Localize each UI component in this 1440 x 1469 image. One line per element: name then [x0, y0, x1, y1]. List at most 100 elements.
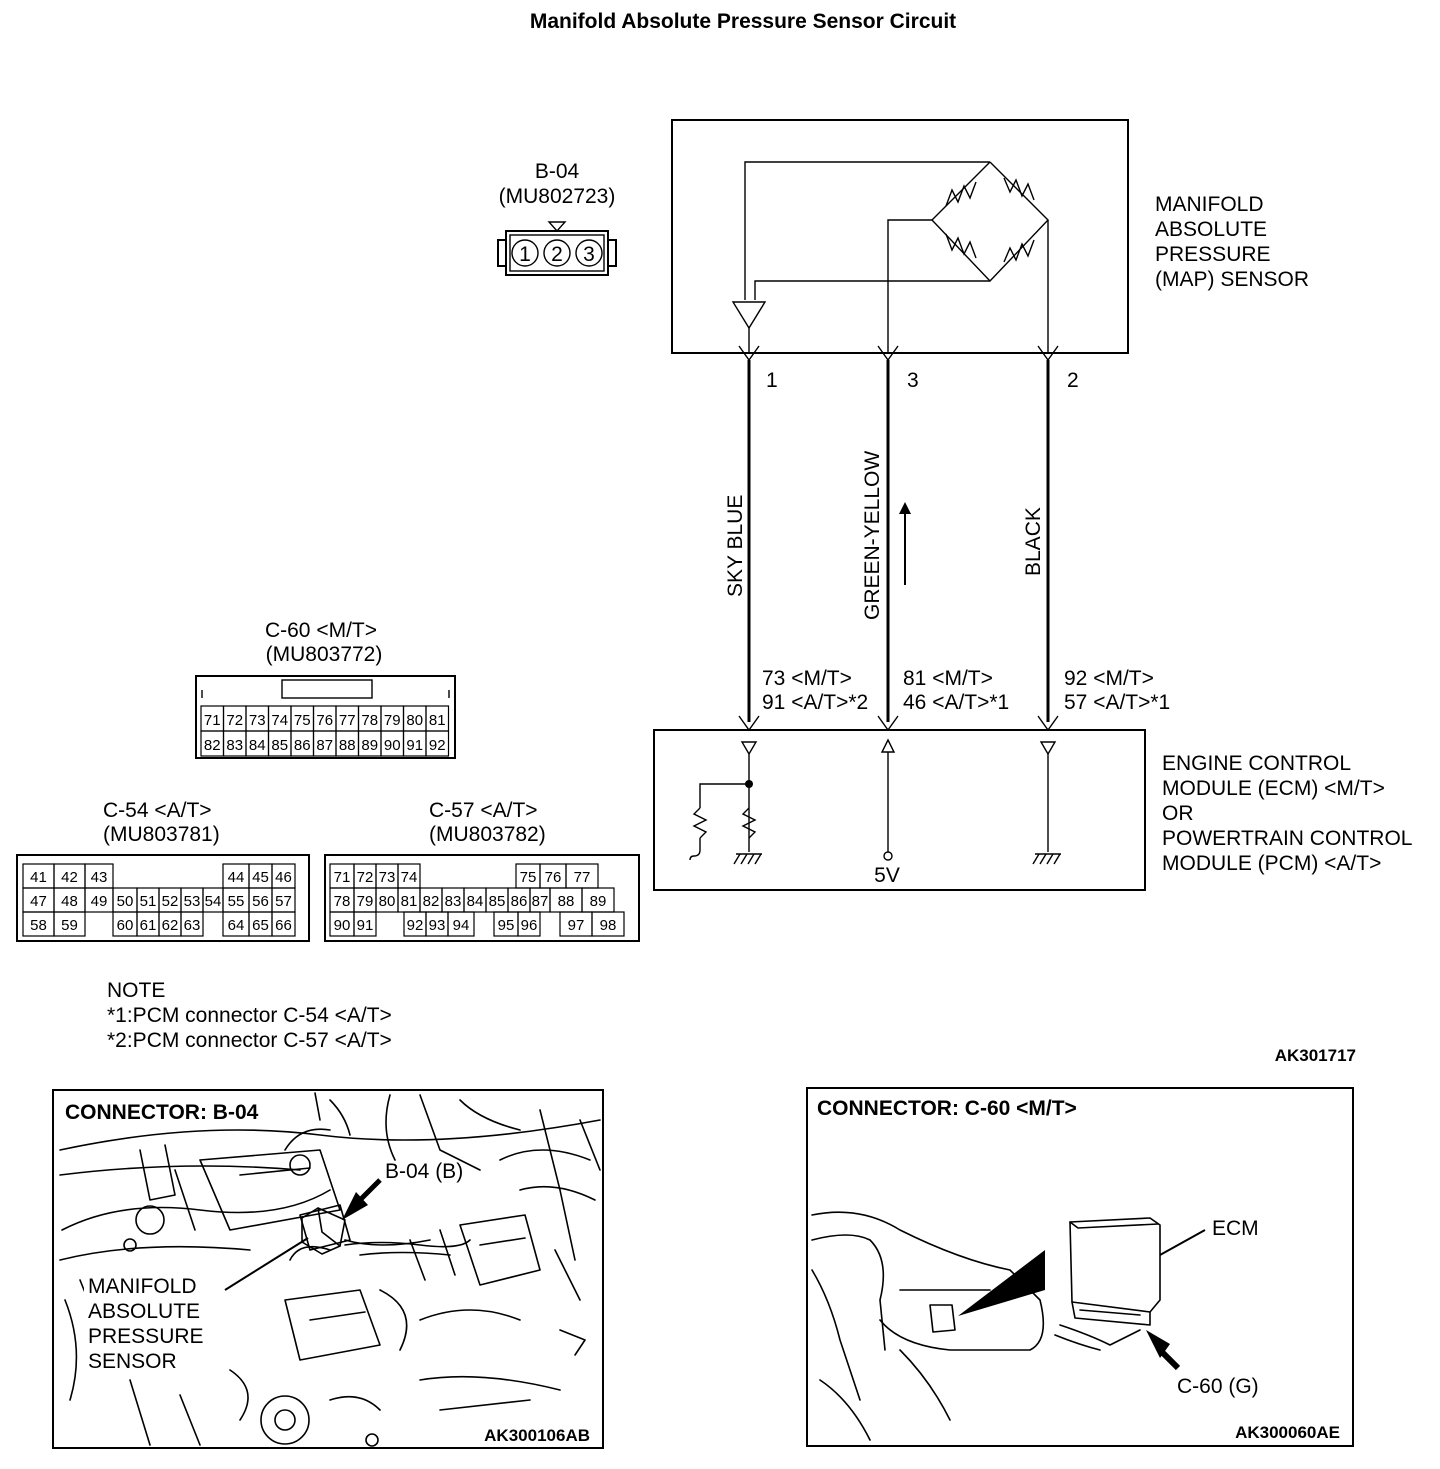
connector-pin-label: 72 [357, 869, 374, 886]
connector-cavity [591, 911, 625, 937]
panel-b04-label-line-3: PRESSURE [88, 1325, 204, 1348]
connector-pin-label: 76 [316, 712, 333, 729]
connector-pin-label: 88 [558, 893, 575, 910]
panel-b04-figure-id: AK300106AB [484, 1426, 590, 1445]
panel-b04-label-line-4: SENSOR [88, 1350, 177, 1373]
connector-c57-id: C-57 <A/T> [429, 799, 538, 822]
connector-pin-label: 93 [429, 917, 446, 934]
ground-symbol [733, 853, 762, 865]
connector-pin-label: 96 [521, 917, 538, 934]
connector-pin-label: 65 [252, 917, 269, 934]
connector-pin-label: 81 [401, 893, 418, 910]
connector-cavity [447, 911, 475, 937]
panel-c60-callout: C-60 (G) [1177, 1375, 1259, 1398]
connector-pin-label: 41 [30, 869, 47, 886]
connector-cavity [517, 911, 541, 937]
connector-c54-id: C-54 <A/T> [103, 799, 212, 822]
svg-text:ENGINE CONTROL: ENGINE CONTROL [1162, 752, 1351, 775]
figure-id: AK301717 [1275, 1046, 1356, 1065]
connector-b04-pin-1: 1 [519, 243, 531, 266]
panel-connector-c60: CONNECTOR: C-60 <M/T> ECM C-60 (G) AK300… [806, 1087, 1354, 1447]
connector-pin-label: 60 [117, 917, 134, 934]
connector-pin-label: 45 [252, 869, 269, 886]
wires: SKY BLUE GREEN-YELLOW BLACK 73 <M/T> 91 … [724, 360, 1170, 722]
connector-pin-label: 91 [357, 917, 374, 934]
svg-text:MANIFOLD: MANIFOLD [1155, 193, 1264, 216]
connector-pin-label: 87 [316, 737, 333, 754]
connector-pin-label: 92 [429, 737, 446, 754]
sensor-terminal-1: 1 [766, 369, 778, 392]
connector-pin-label: 87 [532, 893, 549, 910]
connector-pin-label: 80 [406, 712, 423, 729]
connector-pin-label: 47 [30, 893, 47, 910]
svg-text:MODULE (PCM) <A/T>: MODULE (PCM) <A/T> [1162, 852, 1381, 875]
wire-label-black: BLACK [1022, 507, 1045, 576]
ecm-pin-sky-blue-mt: 73 <M/T> [762, 667, 852, 690]
connector-pin-label: 74 [401, 869, 418, 886]
connector-pin-label: 88 [339, 737, 356, 754]
connector-pin-label: 82 [204, 737, 221, 754]
connector-pin-label: 79 [384, 712, 401, 729]
ecm-pin-green-yellow-at: 46 <A/T>*1 [903, 691, 1009, 714]
sensor-terminal-3: 3 [907, 369, 919, 392]
connector-pin-label: 97 [568, 917, 585, 934]
connector-pin-label: 85 [271, 737, 288, 754]
connector-c60-part: (MU803772) [266, 643, 383, 666]
connector-pin-label: 55 [228, 893, 245, 910]
connector-pin-label: 50 [117, 893, 134, 910]
connector-pin-label: 59 [61, 917, 78, 934]
connector-pin-label: 71 [334, 869, 351, 886]
connector-pin-label: 76 [545, 869, 562, 886]
connector-pin-label: 95 [498, 917, 515, 934]
panel-c60-ecm-label: ECM [1212, 1217, 1259, 1240]
connector-pin-label: 75 [294, 712, 311, 729]
panel-b04-callout: B-04 (B) [385, 1160, 463, 1183]
note-line-2: *2:PCM connector C-57 <A/T> [107, 1029, 392, 1052]
connector-pin-label: 54 [205, 893, 222, 910]
svg-text:ABSOLUTE: ABSOLUTE [1155, 218, 1267, 241]
connector-cavity [53, 911, 86, 937]
connector-pin-label: 86 [294, 737, 311, 754]
connector-pin-label: 85 [489, 893, 506, 910]
ecm-pin-green-yellow-mt: 81 <M/T> [903, 667, 993, 690]
connector-cavity [353, 911, 377, 937]
connector-pin-label: 71 [204, 712, 221, 729]
map-sensor: 1 3 2 MANIFOLD ABSOLUTE PRESSURE (MAP) S… [671, 119, 1309, 392]
connector-pin-label: 56 [252, 893, 269, 910]
connector-pin-label: 63 [184, 917, 201, 934]
panel-b04-label-line-2: ABSOLUTE [88, 1300, 200, 1323]
connector-b04-part: (MU802723) [499, 185, 616, 208]
connector-c60-id: C-60 <M/T> [265, 619, 377, 642]
svg-text:OR: OR [1162, 802, 1194, 825]
connector-cavity [180, 911, 204, 937]
wire-label-sky-blue: SKY BLUE [724, 495, 747, 597]
note: NOTE *1:PCM connector C-54 <A/T> *2:PCM … [107, 979, 392, 1052]
connector-pin-label: 79 [357, 893, 374, 910]
connector-b04: B-04 (MU802723) 1 2 3 [497, 160, 617, 276]
connector-pin-label: 74 [271, 712, 288, 729]
connector-pin-label: 52 [162, 893, 179, 910]
connector-pin-label: 80 [379, 893, 396, 910]
connector-pin-label: 44 [228, 869, 245, 886]
connector-pin-label: 91 [406, 737, 423, 754]
connector-pin-label: 66 [275, 917, 292, 934]
connector-pin-label: 73 [379, 869, 396, 886]
connector-c57-part: (MU803782) [429, 823, 546, 846]
panel-c60-figure-id: AK300060AE [1235, 1423, 1340, 1442]
connector-pin-label: 84 [249, 737, 266, 754]
connector-c54-part: (MU803781) [103, 823, 220, 846]
connector-pin-label: 51 [140, 893, 157, 910]
connector-pin-label: 78 [361, 712, 378, 729]
connector-pin-label: 94 [453, 917, 470, 934]
ecm-pin-sky-blue-at: 91 <A/T>*2 [762, 691, 868, 714]
note-heading: NOTE [107, 979, 165, 1002]
connector-pin-label: 49 [91, 893, 108, 910]
ecm-pin-black-mt: 92 <M/T> [1064, 667, 1154, 690]
connector-pin-label: 46 [275, 869, 292, 886]
connector-cavity [425, 730, 450, 757]
